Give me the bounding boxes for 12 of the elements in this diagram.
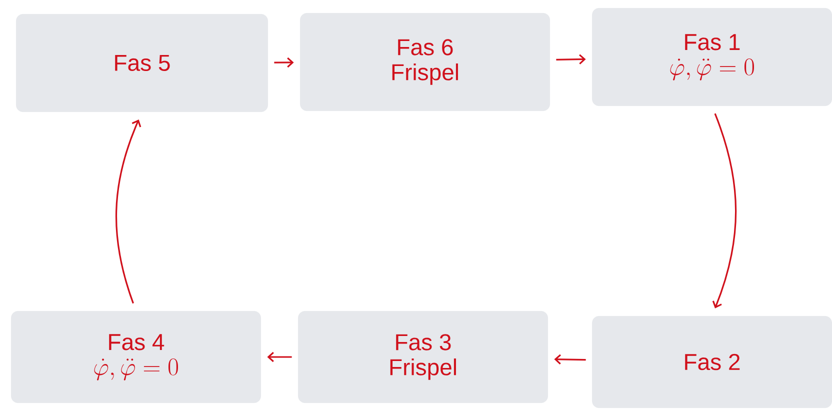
- arrow: [554, 354, 586, 364]
- arrow: [556, 54, 586, 64]
- process-box: Fas 6 Frispel: [300, 13, 550, 111]
- process-box: Fas 1 $\dot{\varphi}, \ddot{\varphi} = 0$: [592, 8, 832, 106]
- arrow: [274, 57, 294, 68]
- process-box: Fas 3 Frispel: [298, 311, 548, 403]
- arrow: [116, 120, 142, 304]
- arrow: [712, 113, 737, 308]
- process-box: Fas 5: [16, 14, 268, 112]
- process-box: Fas 4 $\dot{\varphi}, \ddot{\varphi} = 0$: [11, 311, 261, 403]
- process-box: Fas 2: [592, 316, 832, 408]
- arrow: [267, 352, 292, 362]
